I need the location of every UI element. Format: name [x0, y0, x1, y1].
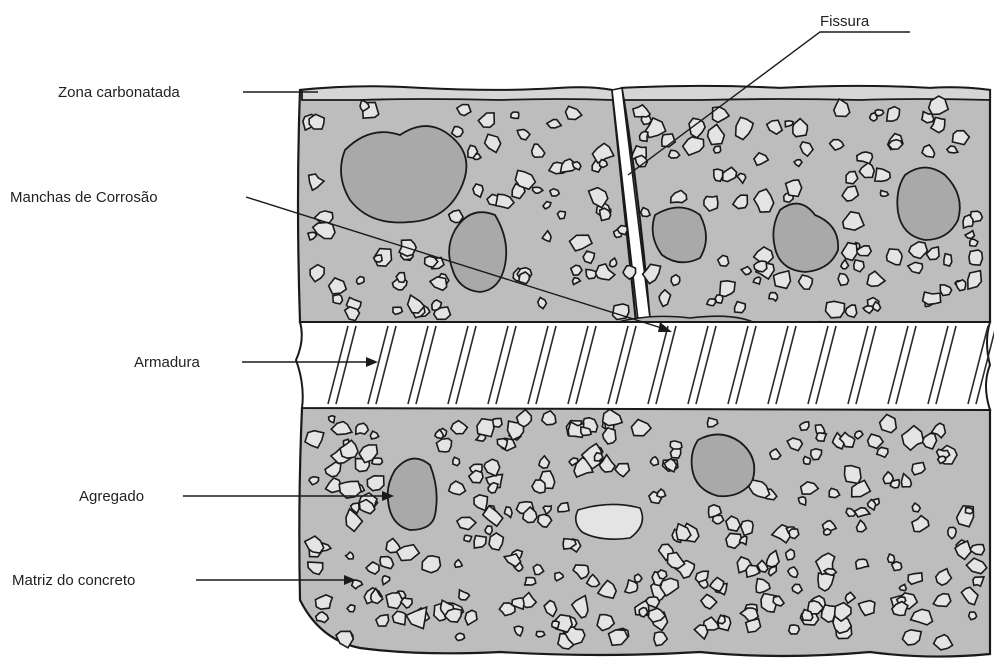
- aggregate-small: [944, 254, 952, 266]
- label-matriz-concreto: Matriz do concreto: [12, 572, 135, 589]
- aggregate-small: [754, 261, 767, 272]
- aggregate-small: [477, 419, 494, 437]
- aggregate-small: [367, 476, 384, 491]
- aggregate-small: [965, 508, 973, 514]
- aggregate-small: [657, 570, 666, 579]
- aggregate-small: [714, 169, 723, 181]
- label-agregado: Agregado: [79, 488, 144, 505]
- aggregate-large-6: [388, 459, 437, 530]
- aggregate-small: [453, 457, 460, 466]
- aggregate-small: [374, 255, 383, 262]
- aggregate-large-1: [341, 126, 466, 222]
- label-fissura: Fissura: [820, 13, 870, 30]
- aggregate-small: [511, 112, 519, 118]
- aggregate-small: [670, 449, 680, 458]
- aggregate-small: [786, 549, 795, 560]
- label-zona-carbonatada: Zona carbonatada: [58, 84, 180, 101]
- aggregate-small: [532, 480, 545, 493]
- aggregate-small: [333, 295, 343, 304]
- aggregate-small: [635, 574, 642, 582]
- aggregate-small: [392, 611, 405, 625]
- aggregate-small: [824, 529, 831, 536]
- aggregate-small: [464, 535, 472, 541]
- upper-concrete-left: [298, 86, 636, 327]
- aggregate-small: [617, 226, 627, 235]
- aggregate-small: [923, 292, 941, 304]
- aggregate-small: [948, 527, 956, 539]
- aggregate-small: [452, 127, 463, 137]
- aggregate-small: [599, 160, 607, 168]
- label-manchas-corrosao: Manchas de Corrosão: [10, 189, 158, 206]
- aggregate-small: [533, 187, 543, 193]
- aggregate-small: [887, 107, 900, 122]
- aggregate-small: [789, 625, 800, 634]
- aggregate-small: [557, 211, 565, 219]
- aggregate-small: [356, 423, 369, 434]
- aggregate-small: [735, 302, 746, 313]
- aggregate-small: [969, 612, 977, 620]
- aggregate-small: [550, 189, 560, 196]
- aggregate-small: [519, 272, 530, 284]
- aggregate-small: [422, 556, 440, 573]
- aggregate-small: [640, 132, 649, 142]
- aggregate-small: [713, 515, 724, 523]
- label-armadura: Armadura: [134, 354, 201, 371]
- aggregate-small: [888, 554, 895, 563]
- aggregate-small: [890, 480, 899, 488]
- aggregate-small: [714, 146, 721, 153]
- aggregate-large-8: [576, 504, 643, 539]
- aggregate-small: [970, 239, 978, 246]
- aggregate-small: [816, 433, 826, 441]
- aggregate-small: [525, 578, 536, 586]
- aggregate-small: [718, 615, 725, 624]
- rebar: [296, 322, 990, 410]
- aggregate-small: [845, 466, 862, 484]
- aggregate-small: [922, 112, 934, 123]
- aggregate-small: [826, 301, 845, 318]
- aggregate-small: [309, 114, 324, 129]
- aggregate-small: [880, 190, 888, 196]
- aggregate-small: [870, 113, 877, 121]
- aggregate-small: [671, 275, 680, 286]
- aggregate-small: [455, 633, 464, 640]
- aggregate-small: [485, 526, 492, 535]
- aggregate-small: [741, 520, 753, 535]
- aggregate-small: [969, 250, 983, 265]
- aggregate-small: [600, 208, 611, 220]
- aggregate-small: [552, 621, 559, 628]
- aggregate-small: [789, 529, 799, 539]
- aggregate-small: [803, 456, 810, 464]
- aggregate-small: [357, 277, 365, 285]
- aggregate-small: [963, 215, 973, 228]
- aggregate-small: [536, 631, 545, 637]
- aggregate-small: [707, 299, 716, 306]
- aggregate-small: [786, 180, 802, 196]
- aggregate-small: [892, 562, 902, 571]
- aggregate-large-5: [653, 208, 706, 263]
- aggregate-small: [811, 449, 822, 460]
- aggregate-small: [436, 438, 451, 452]
- aggregate-small: [581, 427, 591, 436]
